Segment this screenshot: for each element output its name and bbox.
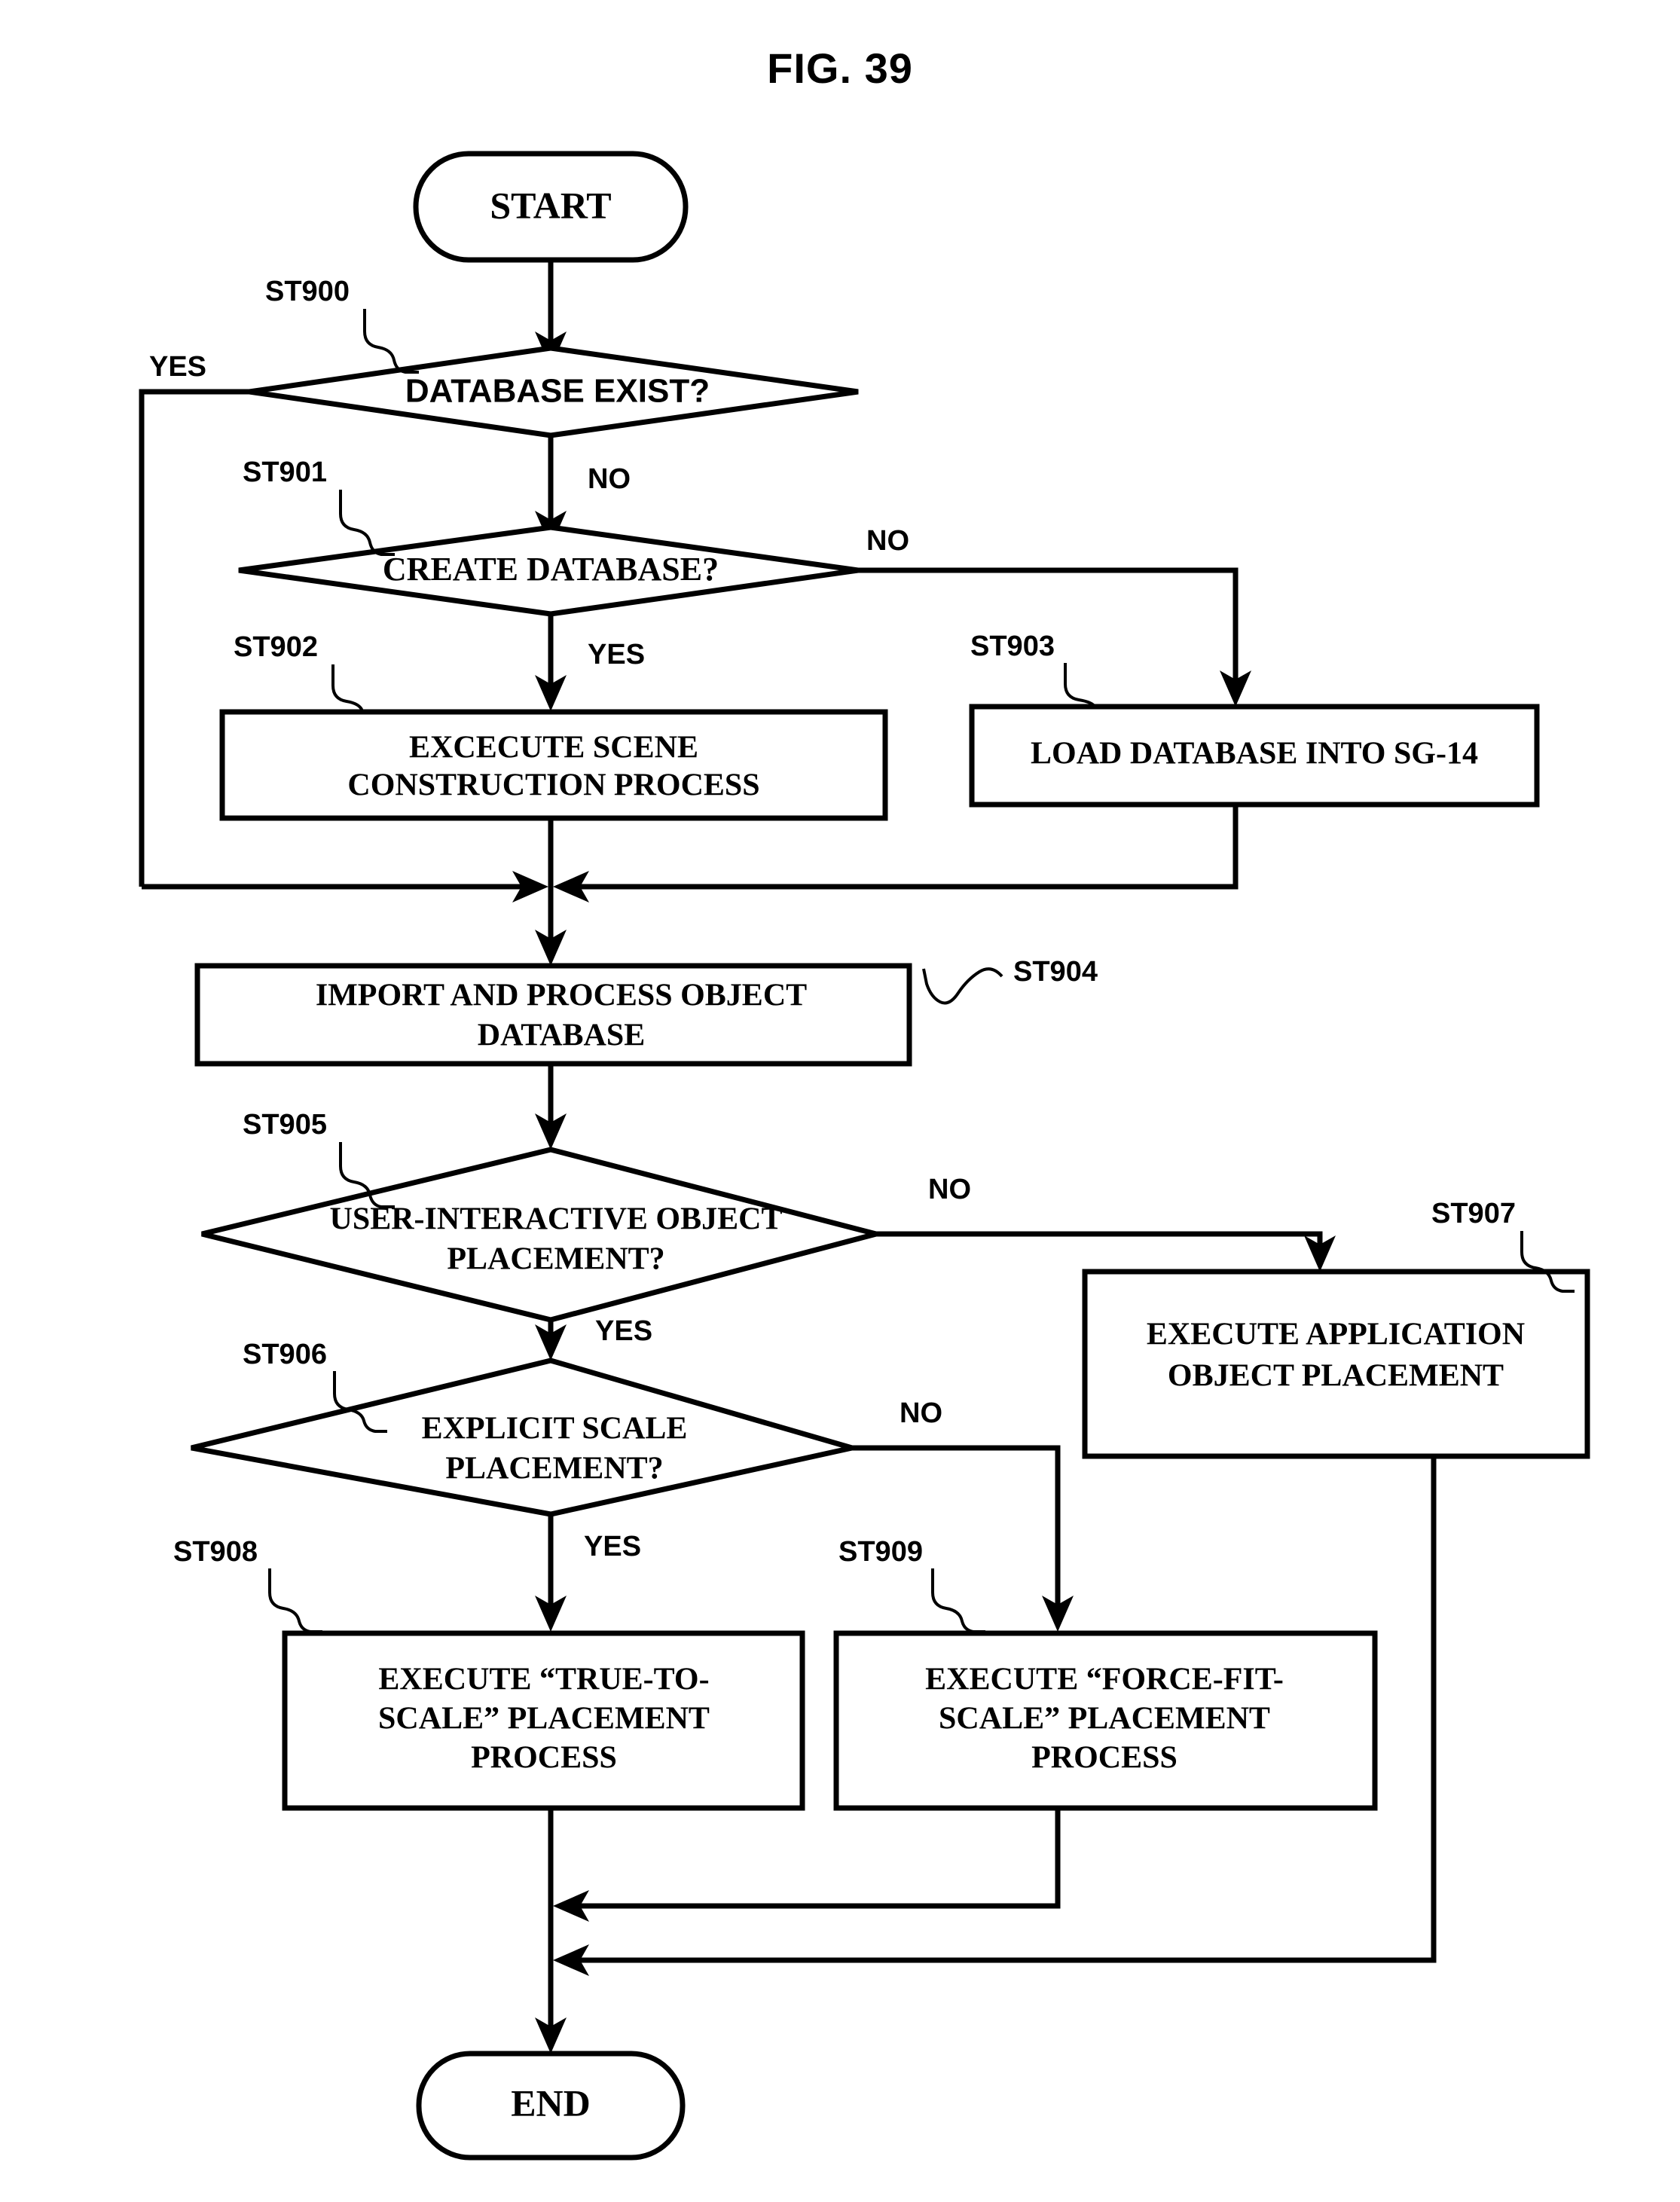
connector-merge-left-arrow: [142, 871, 548, 902]
step-id-st904: ST904: [922, 956, 1098, 1005]
step-id-st903-text: ST903: [970, 631, 1055, 662]
node-st909-label-line2: SCALE” PLACEMENT: [939, 1702, 1270, 1736]
connector-st907-to-end: [553, 1455, 1437, 1976]
connector-st905-no-to-st907: [876, 1231, 1336, 1272]
branch-label-st900-no: NO: [588, 463, 631, 495]
step-id-st905: ST905: [243, 1109, 395, 1208]
node-st904: IMPORT AND PROCESS OBJECT DATABASE: [194, 963, 912, 1067]
step-id-st902-text: ST902: [234, 631, 318, 663]
node-st906: EXPLICIT SCALE PLACEMENT?: [191, 1358, 853, 1517]
node-st903: LOAD DATABASE INTO SG-14: [969, 704, 1540, 808]
connector-st908-to-end: [535, 1808, 567, 2054]
branch-label-st901-no: NO: [866, 525, 909, 557]
node-st901: CREATE DATABASE?: [238, 524, 859, 617]
node-st902-label-line1: EXCECUTE SCENE: [409, 731, 698, 765]
node-st908-label-line2: SCALE” PLACEMENT: [378, 1702, 710, 1736]
step-id-st907-text: ST907: [1431, 1198, 1516, 1229]
node-st905: USER-INTERACTIVE OBJECT PLACEMENT?: [201, 1147, 887, 1323]
node-st907: EXECUTE APPLICATION OBJECT PLACEMENT: [1082, 1269, 1590, 1459]
node-st903-label: LOAD DATABASE INTO SG-14: [1031, 737, 1478, 771]
connector-st901-yes-to-st902: [535, 614, 567, 711]
node-st900: DATABASE EXIST?: [249, 345, 859, 438]
step-id-st901: ST901: [243, 457, 395, 556]
step-id-st900-text: ST900: [265, 276, 350, 307]
connector-st905-yes-to-st906: [535, 1320, 567, 1361]
connector-st901-no-to-st903: [858, 567, 1251, 707]
step-id-st904-text: ST904: [1013, 956, 1098, 988]
node-st902: EXCECUTE SCENE CONSTRUCTION PROCESS: [219, 709, 888, 821]
node-st902-label-line2: CONSTRUCTION PROCESS: [347, 768, 759, 803]
connector-st903-to-merge: [553, 805, 1239, 902]
branch-label-st901-yes: YES: [588, 639, 645, 670]
branch-label-st905-yes: YES: [595, 1315, 652, 1347]
step-id-st901-text: ST901: [243, 457, 327, 488]
connector-st906-no-to-st909: [852, 1445, 1074, 1632]
step-id-st906: ST906: [243, 1339, 387, 1433]
node-start-label: START: [490, 184, 611, 226]
node-st907-label-line1: EXECUTE APPLICATION: [1147, 1318, 1525, 1352]
connector-st909-to-end: [553, 1808, 1061, 1922]
branch-label-st906-no: NO: [900, 1397, 942, 1429]
node-st901-label: CREATE DATABASE?: [383, 551, 719, 588]
node-st908: EXECUTE “TRUE-TO- SCALE” PLACEMENT PROCE…: [282, 1630, 805, 1811]
node-st908-label-line1: EXECUTE “TRUE-TO-: [378, 1663, 709, 1697]
node-st904-label-line2: DATABASE: [478, 1019, 646, 1053]
step-id-st908-text: ST908: [173, 1536, 258, 1568]
node-st908-label-line3: PROCESS: [471, 1741, 617, 1776]
node-st906-label-line2: PLACEMENT?: [445, 1452, 663, 1486]
step-id-st909: ST909: [838, 1536, 985, 1633]
node-st905-label-line2: PLACEMENT?: [447, 1242, 664, 1277]
step-id-st900: ST900: [265, 276, 419, 374]
node-st904-label-line1: IMPORT AND PROCESS OBJECT: [316, 979, 807, 1013]
step-id-st902: ST902: [234, 631, 377, 713]
node-end-label: END: [511, 2081, 591, 2124]
node-st907-label-line2: OBJECT PLACEMENT: [1168, 1359, 1504, 1394]
step-id-st906-text: ST906: [243, 1339, 327, 1370]
step-id-st908: ST908: [173, 1536, 322, 1633]
step-id-st903: ST903: [970, 631, 1109, 708]
node-st909-label-line3: PROCESS: [1031, 1741, 1178, 1776]
node-st909: EXECUTE “FORCE-FIT- SCALE” PLACEMENT PRO…: [833, 1630, 1378, 1811]
branch-label-st905-no: NO: [928, 1174, 971, 1205]
node-st906-label-line1: EXPLICIT SCALE: [422, 1412, 688, 1446]
node-st909-label-line1: EXECUTE “FORCE-FIT-: [925, 1663, 1284, 1697]
connector-merge-to-st904: [535, 853, 567, 966]
node-end: END: [416, 2051, 686, 2161]
connector-st900-yes-to-merge: [139, 389, 249, 887]
branch-label-st906-yes: YES: [584, 1531, 641, 1562]
connector-st904-to-st905: [535, 1064, 567, 1150]
step-id-st905-text: ST905: [243, 1109, 327, 1141]
node-start: START: [413, 151, 689, 263]
node-st905-label-line1: USER-INTERACTIVE OBJECT: [330, 1202, 783, 1237]
step-id-st907: ST907: [1431, 1198, 1575, 1293]
branch-label-st900-yes: YES: [149, 351, 206, 383]
step-id-st909-text: ST909: [838, 1536, 923, 1568]
node-st900-label: DATABASE EXIST?: [405, 373, 710, 410]
figure-title: FIG. 39: [767, 44, 913, 92]
connector-st906-yes-to-st908: [535, 1514, 567, 1632]
